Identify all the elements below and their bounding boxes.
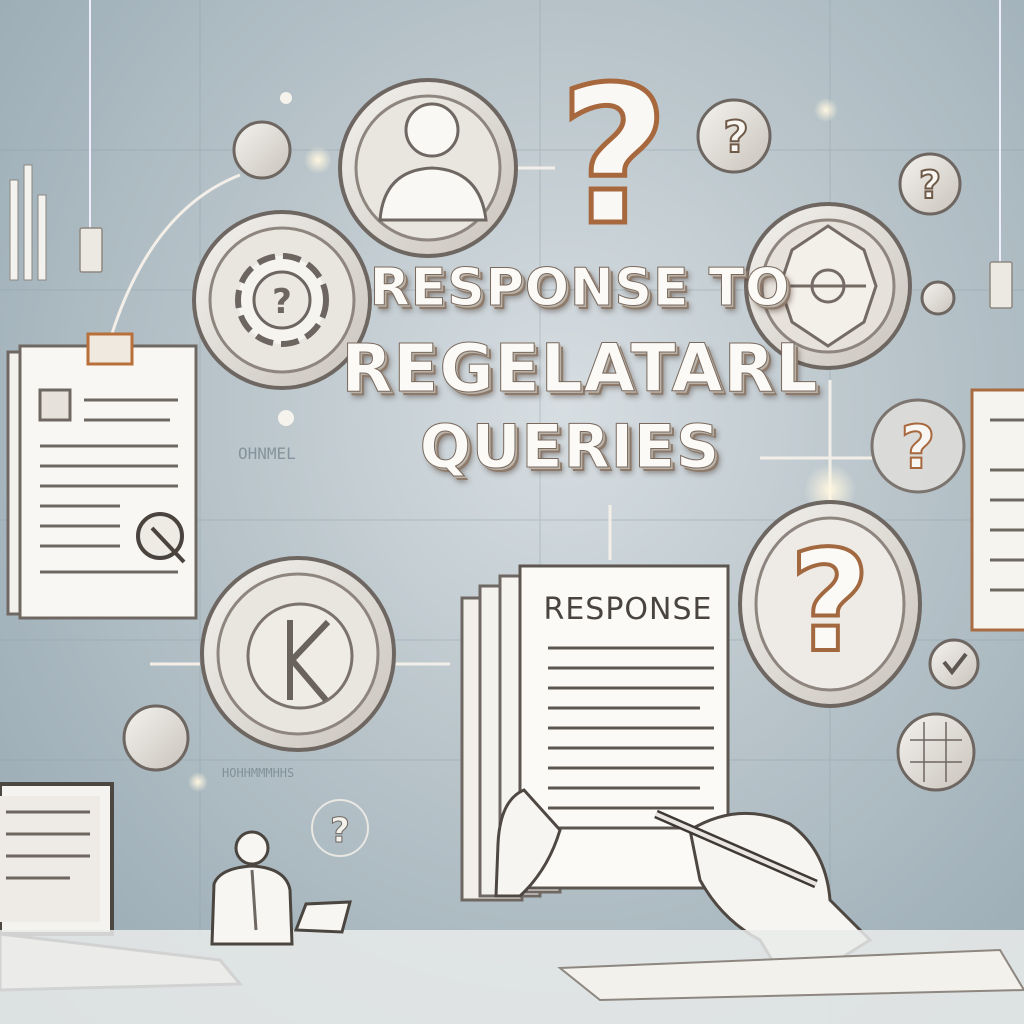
magnifier-icon <box>136 512 186 564</box>
compass-badge <box>744 202 912 370</box>
svg-text:?: ? <box>901 413 936 483</box>
faint-label-b: HOHHMMMHHS <box>222 766 295 780</box>
title-line-3: QUERIES <box>419 412 721 483</box>
small-question-badges: ? ? ? ? <box>311 98 966 857</box>
left-hand <box>494 788 562 898</box>
check-icon <box>942 652 968 676</box>
question-mark-icon: ? <box>789 521 870 684</box>
hanging-tags <box>79 0 1013 309</box>
person-badge <box>338 78 518 258</box>
key-badge <box>200 556 396 752</box>
grid-icon <box>910 722 962 782</box>
svg-text:?: ? <box>919 163 941 207</box>
title-line-1: RESPONSE TO <box>369 258 791 319</box>
svg-text:?: ? <box>330 811 350 851</box>
clipboard-document <box>6 332 198 620</box>
svg-text:?: ? <box>723 112 749 163</box>
gear-badge: ? <box>192 210 372 390</box>
gear-question-icon: ? <box>235 253 329 347</box>
desk-papers <box>557 948 1024 1002</box>
left-bars <box>9 164 47 281</box>
person-figure <box>210 830 352 946</box>
faint-label-a: OHNMEL <box>238 444 296 463</box>
key-icon <box>246 602 354 710</box>
compass-icon <box>778 224 878 348</box>
title-line-2: REGELATARL <box>341 330 819 408</box>
person-icon <box>378 102 488 222</box>
small-icon-circles <box>122 120 980 792</box>
question-badge-large: ? <box>738 500 922 708</box>
right-document <box>970 388 1024 632</box>
question-mark-icon-floating: ? <box>559 46 669 267</box>
response-document-heading: RESPONSE <box>543 592 713 627</box>
svg-text:?: ? <box>272 282 292 322</box>
